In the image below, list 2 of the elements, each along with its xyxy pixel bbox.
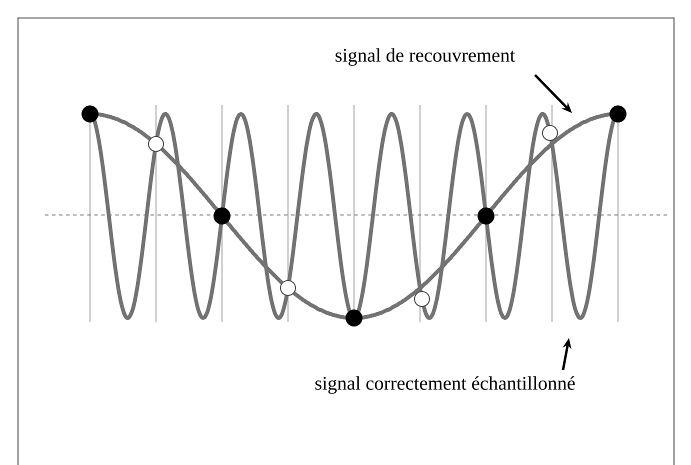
label-text: signal correctement échantillonné	[315, 376, 575, 394]
label-text: signal de recouvrement	[336, 48, 516, 66]
